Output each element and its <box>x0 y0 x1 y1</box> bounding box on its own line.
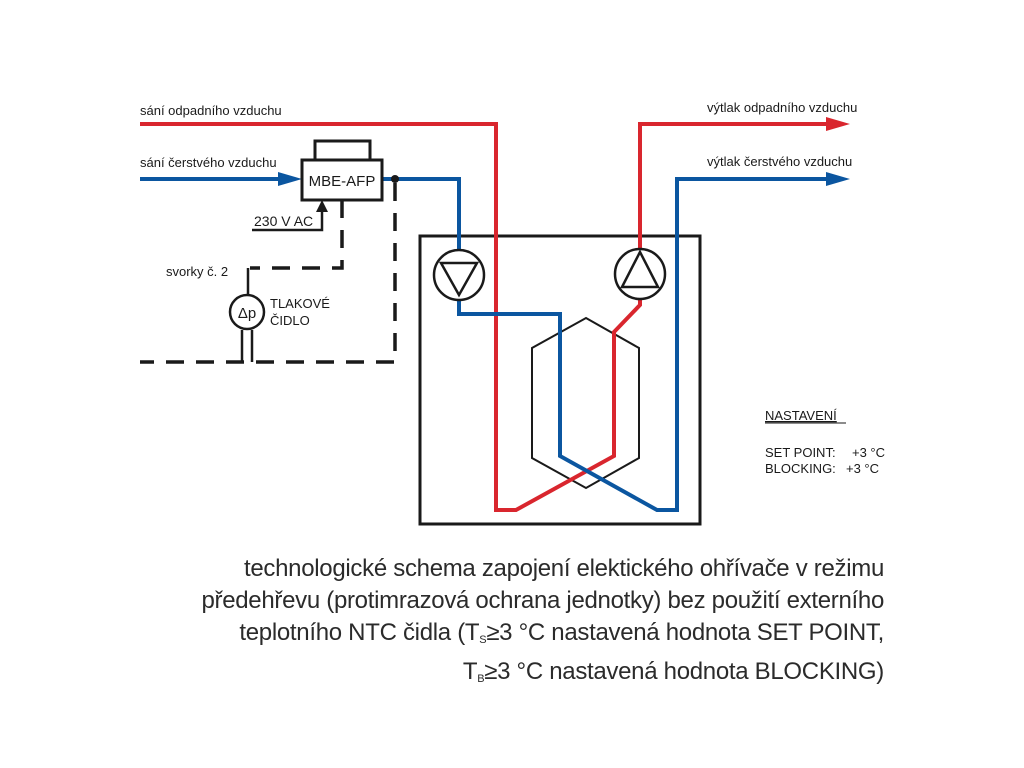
caption-line-3-suffix: ≥3 °C nastavená hodnota SET POINT, <box>486 619 884 646</box>
caption-line-3: teplotního NTC čidla (TS≥3 °C nastavená … <box>124 617 884 656</box>
caption-line-4: TB≥3 °C nastavená hodnota BLOCKING) <box>124 656 884 695</box>
heat-exchanger-icon <box>531 316 640 490</box>
terminals-label: svorky č. 2 <box>166 264 228 279</box>
power-arrow-icon <box>316 200 328 212</box>
supply-fan-icon <box>432 248 486 302</box>
blocking-label: BLOCKING: <box>765 461 836 476</box>
pressure-sensor-label-1: TLAKOVÉ <box>270 296 330 311</box>
fresh-intake-label: sání čerstvého vzduchu <box>140 155 277 170</box>
exhaust-air-duct <box>140 122 830 512</box>
fresh-intake-arrow-icon <box>278 172 302 186</box>
fresh-outlet-label: výtlak čerstvého vzduchu <box>707 154 852 169</box>
controller-label: MBE-AFP <box>309 173 376 190</box>
blocking-value: +3 °C <box>846 461 879 476</box>
set-point-label: SET POINT: <box>765 445 836 460</box>
power-supply-label: 230 V AC <box>254 213 313 229</box>
caption-line-2: předehřevu (protimrazová ochrana jednotk… <box>201 587 884 614</box>
caption-line-3-prefix: teplotního NTC čidla (T <box>239 619 480 646</box>
caption-subscript-s: S <box>479 634 487 646</box>
diagram-caption: technologické schema zapojení elektickéh… <box>124 553 884 695</box>
fresh-air-duct <box>382 177 830 512</box>
power-supply-wire <box>252 208 324 232</box>
caption-line-1: technologické schema zapojení elektickéh… <box>244 555 884 582</box>
caption-subscript-b: B <box>477 673 485 685</box>
exhaust-outlet-arrow-icon <box>826 117 850 131</box>
exhaust-intake-label: sání odpadního vzduchu <box>140 103 282 118</box>
controller-mbe-afp: MBE-AFP <box>300 139 384 202</box>
caption-line-4-suffix: ≥3 °C nastavená hodnota BLOCKING) <box>484 658 884 685</box>
signal-wiring <box>140 183 397 364</box>
pressure-sensor-label-2: ČIDLO <box>270 313 310 328</box>
ventilation-unit-housing <box>418 234 702 526</box>
exhaust-outlet-label: výtlak odpadního vzduchu <box>707 100 857 115</box>
caption-line-4-prefix: T <box>462 658 478 685</box>
pressure-sensor-icon: Δp <box>228 293 266 331</box>
junction-dot <box>391 175 399 183</box>
settings-title: NASTAVENÍ <box>765 408 837 423</box>
exhaust-fan-icon <box>613 247 667 301</box>
terminal-wire <box>250 200 344 270</box>
pressure-symbol: Δp <box>238 305 256 322</box>
fresh-outlet-arrow-icon <box>826 172 850 186</box>
set-point-value: +3 °C <box>852 445 885 460</box>
